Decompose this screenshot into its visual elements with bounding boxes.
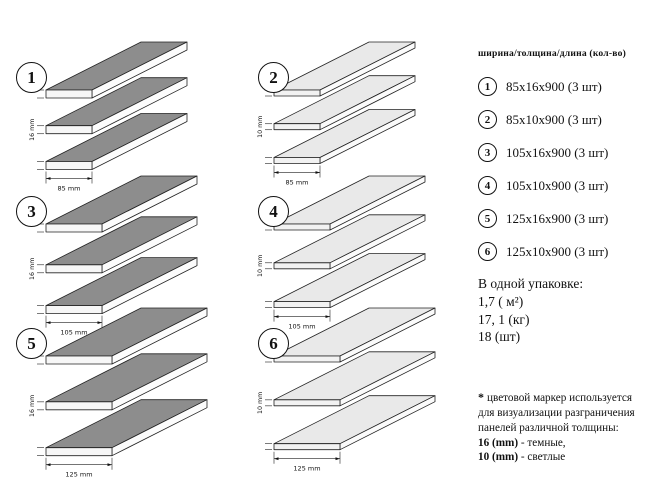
panel-stack-4: 10 mm 105 mm bbox=[257, 175, 426, 331]
dimension-arrow bbox=[315, 171, 320, 174]
panel-end-face bbox=[45, 89, 93, 99]
panel-stack-6: 10 mm 125 mm bbox=[257, 307, 436, 473]
legend-item-3: 3 105x16x900 (3 шт) bbox=[478, 143, 646, 162]
panel-end-face bbox=[45, 125, 93, 135]
group-number-badge: 6 bbox=[258, 328, 289, 359]
note-dark-bold: 16 (mm) bbox=[478, 436, 519, 449]
panel-end-face bbox=[273, 399, 341, 407]
panel-end-face bbox=[273, 123, 321, 131]
dimension-arrow bbox=[46, 177, 51, 180]
panel-end-face bbox=[273, 301, 331, 309]
dimension-label: 10 mm bbox=[257, 255, 264, 277]
note-line-1: *цветовой маркер используется bbox=[478, 390, 646, 406]
note-asterisk: * bbox=[478, 390, 484, 405]
group-number-badge: 3 bbox=[16, 196, 47, 227]
group-number-badge: 5 bbox=[16, 328, 47, 359]
dimension-label: 16 mm bbox=[29, 258, 36, 280]
panel-stack-5: 16 mm 125 mm bbox=[29, 307, 208, 479]
dimension-label: 10 mm bbox=[257, 392, 264, 414]
legend-item-4: 4 105x10x900 (3 шт) bbox=[478, 176, 646, 195]
legend-item-2: 2 85x10x900 (3 шт) bbox=[478, 110, 646, 129]
note-text: цветовой маркер используется bbox=[487, 392, 632, 405]
dimension-label: 85 mm bbox=[285, 178, 308, 186]
dimension-arrow bbox=[46, 321, 51, 324]
panel-end-face bbox=[273, 355, 341, 363]
dimension-label: 85 mm bbox=[57, 184, 80, 192]
legend-item-label: 105x16x900 (3 шт) bbox=[506, 144, 609, 160]
note-light-rest: - светлые bbox=[518, 451, 566, 464]
note-line-light: 10 (mm) - светлые bbox=[478, 450, 646, 465]
panel-stack-1: 16 mm 85 mm bbox=[29, 41, 188, 192]
dimension-label: 10 mm bbox=[257, 116, 264, 138]
legend-item-label: 125x16x900 (3 шт) bbox=[506, 210, 609, 226]
legend-item-label: 125x10x900 (3 шт) bbox=[506, 243, 609, 259]
legend: ширина/толщина/длина (кол-во) 1 85x16x90… bbox=[478, 48, 646, 465]
legend-header: ширина/толщина/длина (кол-во) bbox=[478, 48, 626, 59]
group-number-badge: 2 bbox=[258, 62, 289, 93]
panel-end-face bbox=[273, 89, 321, 97]
panel-stack-3: 16 mm 105 mm bbox=[29, 175, 198, 337]
package-info: В одной упаковке: 1,7 ( м²) 17, 1 (кг) 1… bbox=[478, 275, 646, 346]
panel-end-face bbox=[45, 264, 103, 274]
legend-item-5: 5 125x16x900 (3 шт) bbox=[478, 209, 646, 228]
group-number-badge: 1 bbox=[16, 62, 47, 93]
legend-item-label: 105x10x900 (3 шт) bbox=[506, 177, 609, 193]
legend-item-6: 6 125x10x900 (3 шт) bbox=[478, 242, 646, 261]
panel-end-face bbox=[45, 161, 93, 170]
dimension-arrow bbox=[46, 463, 51, 467]
package-title: В одной упаковке: bbox=[478, 276, 584, 291]
note-line-2: для визуализации разграничения bbox=[478, 407, 635, 420]
dimension-arrow bbox=[274, 457, 279, 461]
dimension-arrow bbox=[274, 171, 279, 174]
panel-end-face bbox=[273, 157, 321, 164]
dimension-label: 105 mm bbox=[60, 329, 87, 337]
note-light-bold: 10 (mm) bbox=[478, 451, 519, 464]
color-marker-note: *цветовой маркер используется для визуал… bbox=[478, 390, 646, 465]
legend-item-number: 1 bbox=[478, 77, 497, 96]
legend-item-label: 85x16x900 (3 шт) bbox=[506, 78, 602, 94]
panel-end-face bbox=[45, 305, 103, 315]
panel-stack-2: 10 mm 85 mm bbox=[257, 41, 416, 186]
legend-item-number: 6 bbox=[478, 242, 497, 261]
dimension-arrow bbox=[325, 315, 330, 318]
dimension-label: 125 mm bbox=[293, 465, 320, 473]
dimension-arrow bbox=[87, 177, 92, 180]
group-number-badge: 4 bbox=[258, 196, 289, 227]
note-dark-rest: - темные, bbox=[518, 436, 566, 449]
legend-item-number: 3 bbox=[478, 143, 497, 162]
panel-end-face bbox=[273, 223, 331, 231]
legend-item-label: 85x10x900 (3 шт) bbox=[506, 111, 602, 127]
dimension-label: 16 mm bbox=[29, 119, 36, 141]
legend-item-number: 4 bbox=[478, 176, 497, 195]
panel-end-face bbox=[45, 223, 103, 233]
package-count: 18 (шт) bbox=[478, 329, 521, 345]
dimension-label: 105 mm bbox=[288, 323, 315, 331]
dimension-label: 16 mm bbox=[29, 395, 36, 417]
legend-item-number: 2 bbox=[478, 110, 497, 129]
panel-end-face bbox=[273, 262, 331, 270]
panel-end-face bbox=[45, 447, 113, 457]
dimension-arrow bbox=[274, 315, 279, 318]
panel-end-face bbox=[45, 355, 113, 365]
dimension-arrow bbox=[335, 457, 340, 461]
panel-end-face bbox=[273, 443, 341, 451]
package-area: 1,7 ( м²) bbox=[478, 293, 524, 309]
package-weight: 17, 1 (кг) bbox=[478, 311, 530, 327]
dimension-label: 125 mm bbox=[65, 471, 92, 479]
legend-item-1: 1 85x16x900 (3 шт) bbox=[478, 77, 646, 96]
note-line-dark: 16 (mm) - темные, bbox=[478, 436, 646, 451]
legend-item-number: 5 bbox=[478, 209, 497, 228]
note-line-3: панелей различной толщины: bbox=[478, 421, 619, 434]
dimension-arrow bbox=[97, 321, 102, 324]
panel-end-face bbox=[45, 401, 113, 411]
dimension-arrow bbox=[107, 463, 112, 467]
